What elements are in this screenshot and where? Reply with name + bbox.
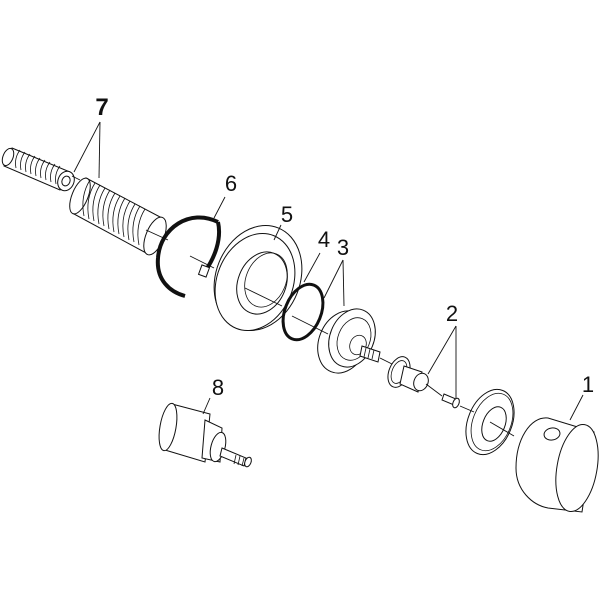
label-part-7: 7 — [95, 94, 109, 121]
label-part-5: 5 — [280, 202, 294, 227]
part-6-retaining-clip — [155, 215, 221, 298]
assembly-axis-lines — [71, 175, 515, 437]
part-1-handle-knob — [515, 417, 599, 513]
label-part-8: 8 — [211, 375, 225, 400]
label-part-3: 3 — [336, 235, 350, 260]
part-7-small-sleeve — [1, 147, 75, 192]
label-part-1: 1 — [581, 372, 595, 397]
label-part-4: 4 — [317, 227, 331, 252]
label-part-2: 2 — [445, 301, 459, 326]
label-part-6: 6 — [224, 171, 238, 196]
part-2-spline-adapter — [387, 356, 429, 393]
part-8-extension-spindle — [158, 402, 252, 468]
part-3-cartridge-cap — [317, 308, 381, 374]
part-7-large-sleeve — [69, 177, 167, 256]
part-2-screw — [441, 393, 460, 409]
leader-lines — [73, 121, 584, 421]
part-5-rosette-washer — [213, 225, 303, 331]
part-4-o-ring — [281, 282, 325, 342]
